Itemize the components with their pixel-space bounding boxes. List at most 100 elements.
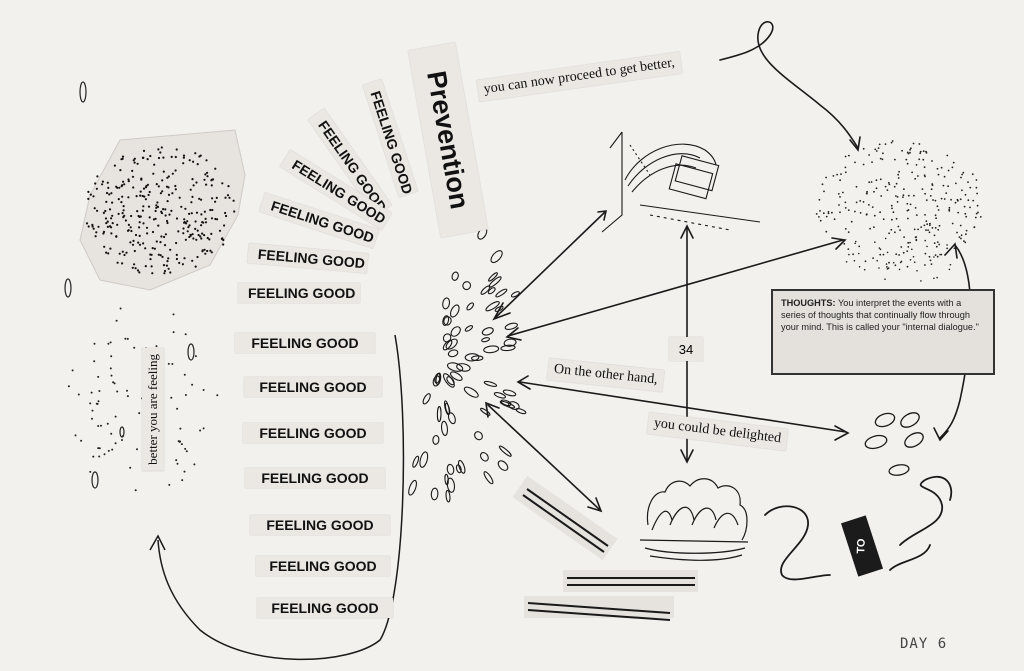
- dot: [178, 196, 181, 199]
- dot: [902, 196, 904, 199]
- dot: [210, 232, 213, 235]
- dot: [930, 263, 933, 265]
- dot: [895, 195, 897, 197]
- dot: [188, 224, 191, 227]
- dot: [946, 247, 948, 250]
- dot: [858, 245, 861, 248]
- dot: [170, 209, 173, 212]
- dot: [195, 181, 198, 184]
- dot: [840, 173, 842, 176]
- dot: [211, 208, 214, 212]
- dot: [130, 229, 133, 233]
- dot: [89, 402, 92, 405]
- dot: [940, 197, 943, 200]
- dot: [936, 241, 939, 244]
- dot: [922, 150, 925, 153]
- droplet: [445, 489, 451, 503]
- dot: [216, 394, 219, 397]
- dot: [183, 218, 186, 221]
- dot: [136, 162, 139, 165]
- dot: [193, 463, 196, 466]
- dot: [195, 238, 198, 241]
- droplet: [515, 407, 527, 415]
- dot: [174, 184, 177, 188]
- dot: [162, 264, 166, 267]
- dot: [839, 179, 841, 182]
- dot: [177, 230, 180, 233]
- dot: [918, 158, 921, 161]
- droplet: [488, 276, 502, 288]
- dot: [884, 143, 887, 146]
- droplet: [456, 363, 471, 372]
- dot: [815, 213, 818, 215]
- dot: [182, 227, 185, 230]
- dot: [160, 146, 163, 149]
- dot: [120, 185, 123, 188]
- dot: [890, 141, 893, 144]
- dot: [954, 201, 957, 204]
- dot: [228, 196, 231, 199]
- dot: [114, 415, 117, 418]
- dot: [127, 223, 130, 226]
- dot: [166, 176, 169, 179]
- dot: [822, 212, 825, 215]
- feeling-good-strip-9: FEELING GOOD: [243, 423, 383, 443]
- droplet: [464, 325, 474, 332]
- dot: [916, 270, 918, 272]
- dot: [189, 188, 192, 191]
- dot: [144, 265, 147, 268]
- dot: [200, 213, 203, 216]
- dot: [203, 210, 206, 213]
- droplet: [422, 393, 431, 405]
- dot: [959, 224, 962, 227]
- dot: [827, 211, 830, 213]
- droplet: [412, 455, 420, 468]
- dot: [924, 192, 926, 195]
- dot: [931, 160, 933, 162]
- feeling-phrase: better you are feeling: [142, 348, 164, 471]
- dot: [174, 169, 177, 172]
- droplet: [504, 322, 518, 330]
- dot: [206, 249, 209, 253]
- dot: [976, 204, 979, 207]
- dot: [913, 228, 916, 231]
- dot: [102, 211, 105, 214]
- dot: [98, 447, 101, 450]
- dot: [832, 175, 835, 177]
- dot: [191, 383, 194, 386]
- dot: [101, 183, 104, 186]
- dot: [91, 223, 94, 226]
- dot: [224, 196, 227, 199]
- dot: [910, 147, 912, 150]
- dot: [93, 360, 96, 363]
- dot: [127, 178, 130, 181]
- dot: [132, 186, 135, 189]
- dot: [183, 221, 186, 224]
- dot: [183, 257, 186, 260]
- dot: [133, 263, 136, 266]
- dot: [210, 251, 213, 254]
- dot: [914, 177, 917, 180]
- dot: [110, 432, 113, 435]
- dot: [909, 241, 911, 244]
- dot: [166, 219, 169, 223]
- dot: [209, 249, 212, 252]
- dot: [903, 236, 905, 239]
- dot: [182, 156, 185, 159]
- dot: [935, 245, 938, 248]
- dot: [108, 208, 112, 211]
- dot: [906, 265, 909, 268]
- dot: [147, 193, 150, 197]
- dot: [154, 209, 157, 213]
- dot: [133, 249, 136, 253]
- dot: [192, 237, 195, 240]
- dot: [105, 200, 108, 203]
- dot: [124, 219, 127, 222]
- droplet: [487, 287, 496, 295]
- dot: [104, 209, 107, 213]
- dot: [152, 172, 155, 175]
- dot: [853, 259, 856, 262]
- dot: [933, 277, 935, 280]
- dot: [197, 233, 200, 237]
